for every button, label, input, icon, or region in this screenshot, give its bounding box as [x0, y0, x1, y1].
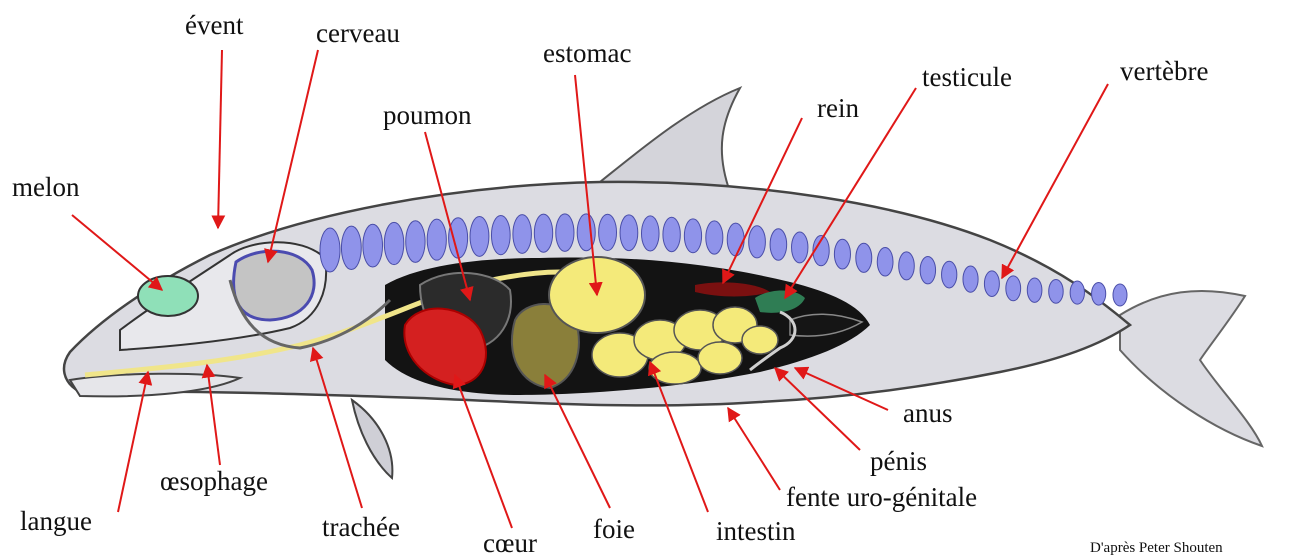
vertebra: [641, 216, 659, 251]
vertebra: [1049, 279, 1063, 303]
label-cerveau: cerveau: [316, 18, 400, 48]
vertebra: [620, 215, 638, 251]
vertebra: [513, 215, 532, 254]
vertebra: [384, 222, 404, 264]
label-foie: foie: [593, 514, 635, 544]
label-poumon: poumon: [383, 100, 472, 130]
vertebra: [727, 223, 744, 256]
leader-vertebre: [1002, 84, 1108, 278]
brain: [234, 251, 315, 320]
vertebra: [877, 248, 893, 277]
label-estomac: estomac: [543, 38, 631, 68]
vertebra: [406, 221, 425, 263]
vertebra: [749, 226, 766, 258]
vertebra: [1006, 276, 1021, 301]
dorsal-fin: [600, 88, 740, 192]
vertebra: [942, 261, 957, 288]
label-coeur: cœur: [483, 528, 537, 557]
vertebra: [1113, 284, 1127, 306]
label-oesophage: œsophage: [160, 466, 268, 496]
vertebra: [706, 221, 723, 254]
label-trachee: trachée: [322, 512, 400, 542]
label-penis: pénis: [870, 446, 927, 476]
vertebra: [792, 232, 808, 263]
vertebra: [770, 229, 787, 261]
vertebra: [363, 224, 383, 267]
vertebra: [1027, 278, 1042, 302]
vertebra: [470, 216, 489, 256]
vertebra: [684, 219, 701, 253]
vertebra: [920, 257, 935, 284]
vertebra: [427, 219, 446, 260]
vertebra: [663, 217, 680, 251]
vertebra: [856, 243, 872, 272]
label-event: évent: [185, 10, 244, 40]
vertebra: [534, 214, 552, 252]
vertebra: [491, 215, 510, 254]
label-fente: fente uro-génitale: [786, 482, 977, 512]
label-langue: langue: [20, 506, 92, 536]
leader-melon: [72, 215, 162, 290]
pectoral-fin: [352, 400, 392, 478]
credit-text: D'après Peter Shouten: [1090, 540, 1223, 556]
vertebra: [984, 271, 999, 297]
label-melon: melon: [12, 172, 80, 202]
label-vertebre: vertèbre: [1120, 56, 1208, 86]
melon: [138, 276, 198, 316]
vertebra: [320, 228, 340, 272]
leader-fente: [728, 408, 780, 490]
vertebra: [963, 266, 978, 292]
vertebra: [899, 252, 915, 280]
leader-event: [218, 50, 222, 228]
label-anus: anus: [903, 398, 953, 428]
vertebra: [834, 239, 850, 269]
label-testicule: testicule: [922, 62, 1012, 92]
label-intestin: intestin: [716, 516, 796, 546]
vertebra: [1070, 281, 1084, 304]
vertebra: [341, 226, 361, 269]
vertebra: [599, 214, 617, 250]
label-rein: rein: [817, 93, 859, 123]
tail-fluke: [1120, 291, 1262, 446]
vertebra: [1092, 282, 1106, 305]
vertebra: [556, 214, 574, 251]
